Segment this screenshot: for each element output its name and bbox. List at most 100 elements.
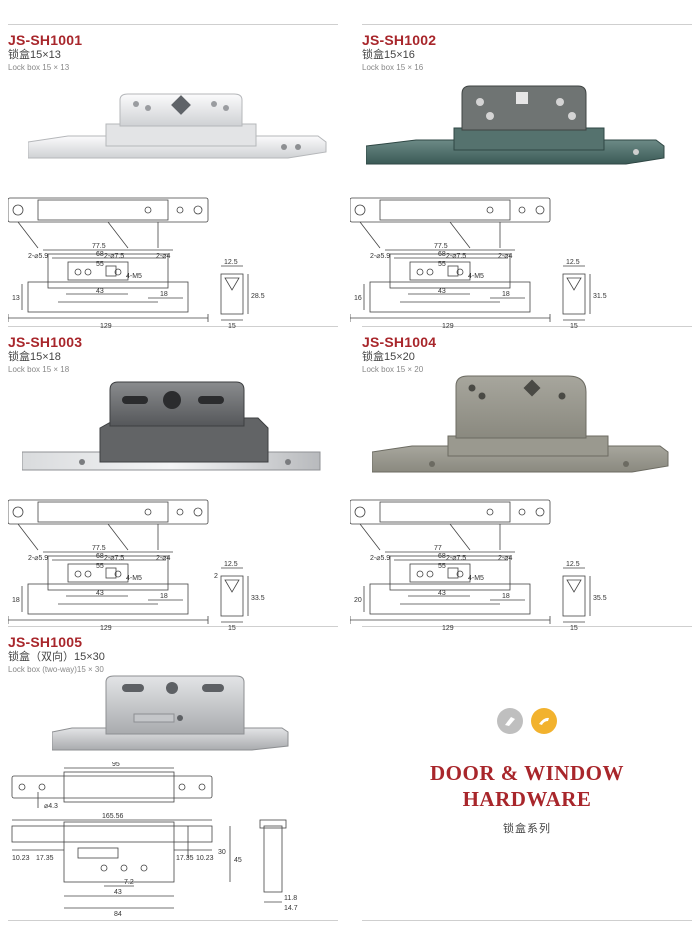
dim-side-height: 28.5 [251, 293, 265, 300]
technical-drawing: 2-⌀5.9 2-⌀7.5 2-⌀4 77.5 68 55 43 4-M5 18… [8, 499, 265, 632]
dim-small: 7.2 [124, 879, 134, 886]
product-photo [28, 93, 327, 159]
dim-side-base: 15 [570, 625, 578, 632]
dim-side-width: 12.5 [224, 259, 238, 266]
dim-total: 129 [100, 625, 112, 632]
dim-hole-c: 2-⌀4 [156, 253, 170, 260]
dim-hole-a: 2-⌀5.9 [370, 555, 390, 562]
dim-hole-c: 2-⌀4 [156, 555, 170, 562]
product-name-en: Lock box 15 × 13 [8, 63, 70, 72]
dim-side-top: 2 [214, 573, 218, 580]
dim-w1: 77.5 [434, 243, 448, 250]
dim-w4: 43 [96, 590, 104, 597]
product-name-en: Lock box 15 × 20 [362, 365, 424, 374]
dim-w4: 43 [96, 288, 104, 295]
dim-base: 84 [114, 911, 122, 918]
product-code: JS-SH1005 [8, 634, 83, 650]
dim-vertical-2: 45 [234, 857, 242, 864]
dim-side-width: 12.5 [566, 259, 580, 266]
dim-screw: 4-M5 [468, 273, 484, 280]
dim-total: 129 [100, 323, 112, 330]
brand-title-line-2: HARDWARE [462, 787, 592, 811]
dim-hole-a: 2-⌀5.9 [28, 555, 48, 562]
dim-height: 16 [354, 295, 362, 302]
dim-w2: 68 [96, 251, 104, 258]
dim-w4: 43 [438, 590, 446, 597]
dim-w3: 55 [438, 563, 446, 570]
product-name-cn: 锁盒15×16 [362, 49, 415, 61]
dim-w1: 77.5 [92, 545, 106, 552]
dim-side-2: 14.7 [284, 905, 298, 912]
dim-hole-a: 2-⌀5.9 [370, 253, 390, 260]
dim-height: 20 [354, 597, 362, 604]
brand-subtitle: 锁盒系列 [503, 823, 551, 835]
dim-w1: 77.5 [92, 243, 106, 250]
dim-left-2: 17.35 [36, 855, 54, 862]
product-name-cn: 锁盒15×18 [8, 351, 61, 363]
dim-mid: 43 [114, 889, 122, 896]
dim-tab: 18 [502, 291, 510, 298]
dim-side-height: 35.5 [593, 595, 607, 602]
brand-icons [362, 708, 692, 734]
divider [8, 326, 338, 327]
dim-right-1: 17.35 [176, 855, 194, 862]
technical-drawing: 2-⌀5.9 2-⌀7.5 2-⌀4 77.5 68 55 43 4-M5 16… [350, 197, 607, 330]
dim-left-1: 10.23 [12, 855, 30, 862]
product-code: JS-SH1004 [362, 334, 437, 350]
dim-side-width: 12.5 [224, 561, 238, 568]
product-card-sh1002: JS-SH1002 锁盒15×16 Lock box 15 × 16 [350, 30, 692, 330]
dim-tab: 18 [160, 291, 168, 298]
dim-hole-b: 2-⌀7.5 [104, 555, 124, 562]
dim-height: 18 [12, 597, 20, 604]
technical-drawing: 2-⌀5.9 2-⌀7.5 2-⌀4 77 68 55 43 4-M5 20 1… [350, 499, 607, 632]
product-card-sh1003: JS-SH1003 锁盒15×18 Lock box 15 × 18 [8, 332, 338, 632]
dim-side-height: 31.5 [593, 293, 607, 300]
dim-tab: 18 [502, 593, 510, 600]
dim-w3: 55 [438, 261, 446, 268]
product-photo [22, 381, 321, 471]
technical-drawing: 95 ⌀4.3 165.56 10.23 17.35 17.35 10.23 3… [11, 762, 298, 918]
dim-side-width: 12.5 [566, 561, 580, 568]
dim-hole-b: 2-⌀7.5 [104, 253, 124, 260]
dim-top-width: 95 [112, 762, 120, 768]
dim-vertical-1: 30 [218, 849, 226, 856]
product-photo [52, 675, 289, 751]
dim-w2: 68 [438, 553, 446, 560]
brand-block: DOOR & WINDOW HARDWARE 锁盒系列 [362, 708, 692, 836]
dim-right-2: 10.23 [196, 855, 214, 862]
product-card-sh1004: JS-SH1004 锁盒15×20 Lock box 15 × 20 [350, 332, 692, 632]
product-name-en: Lock box 15 × 16 [362, 63, 424, 72]
dim-w2: 68 [96, 553, 104, 560]
divider [362, 24, 692, 25]
brand-title-line-1: DOOR & WINDOW [430, 761, 624, 785]
product-name-en: Lock box 15 × 18 [8, 365, 70, 374]
door-handle-icon [497, 708, 523, 734]
product-card-sh1005: JS-SH1005 锁盒（双向）15×30 Lock box (two-way)… [8, 632, 338, 922]
dim-hole-b: 2-⌀7.5 [446, 555, 466, 562]
product-code: JS-SH1002 [362, 32, 437, 48]
divider [8, 920, 338, 921]
dim-side-base: 15 [228, 625, 236, 632]
dim-hole-b: 2-⌀7.5 [446, 253, 466, 260]
product-photo [366, 85, 665, 165]
dim-screw: 4-M5 [126, 273, 142, 280]
dim-hole-c: 2-⌀4 [498, 253, 512, 260]
dim-side-1: 11.8 [284, 895, 297, 902]
dim-total: 165.56 [102, 813, 124, 820]
product-name-cn: 锁盒（双向）15×30 [8, 651, 105, 663]
dim-tab: 18 [160, 593, 168, 600]
dim-screw: 4-M5 [468, 575, 484, 582]
dim-total: 129 [442, 323, 454, 330]
dim-side-base: 15 [228, 323, 236, 330]
dim-w3: 55 [96, 563, 104, 570]
dim-side-height: 33.5 [251, 595, 265, 602]
product-photo [372, 375, 669, 473]
dim-hole: ⌀4.3 [44, 803, 58, 810]
product-name-cn: 锁盒15×20 [362, 351, 415, 363]
technical-drawing: 2-⌀5.9 2-⌀7.5 2-⌀4 77.5 68 55 43 4-M5 13… [8, 197, 265, 330]
product-card-sh1001: JS-SH1001 锁盒15×13 Lock box 15 × 13 [8, 30, 338, 330]
dim-hole-a: 2-⌀5.9 [28, 253, 48, 260]
divider [8, 24, 338, 25]
dim-side-base: 15 [570, 323, 578, 330]
product-name-cn: 锁盒15×13 [8, 49, 61, 61]
